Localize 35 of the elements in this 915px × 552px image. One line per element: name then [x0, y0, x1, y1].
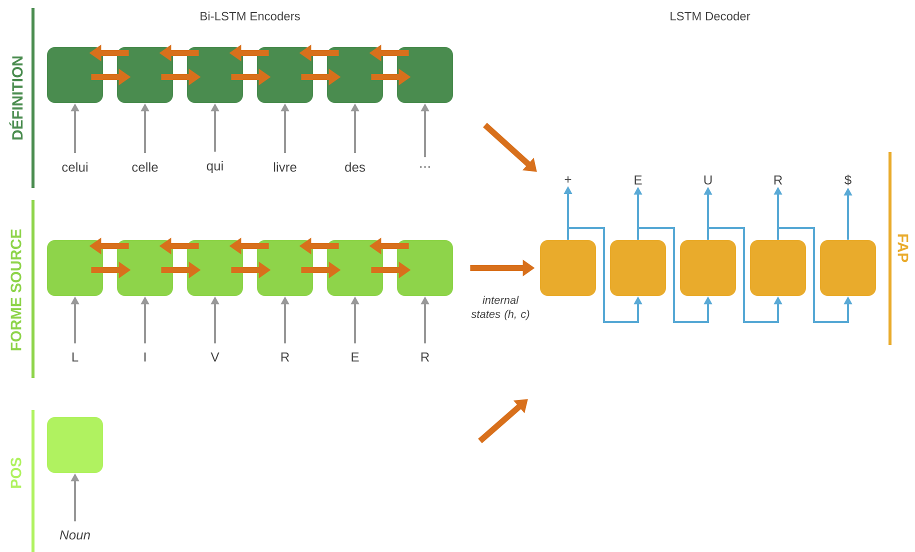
- heading: LSTM Decoder: [670, 12, 750, 20]
- input-letter: L: [72, 352, 78, 362]
- output-symbol: +: [564, 176, 572, 183]
- input-word: Noun: [60, 530, 90, 540]
- input-letter: E: [352, 352, 359, 362]
- section-label: FORME SOURCE: [10, 229, 22, 350]
- input-word: …: [420, 166, 430, 168]
- input-letter: R: [421, 352, 430, 362]
- decoder-box: [820, 240, 876, 296]
- decoder-box: [680, 240, 736, 296]
- input-word: celle: [132, 162, 158, 172]
- output-symbol: $: [844, 174, 852, 186]
- decoder-box: [610, 240, 666, 296]
- input-letter: V: [210, 352, 220, 362]
- input-word: celui: [62, 162, 88, 172]
- encoder-box: [47, 417, 103, 473]
- encoder-box: [397, 240, 453, 296]
- edge-label: internal states (h, c): [471, 296, 530, 320]
- section-label: FAP: [898, 234, 908, 262]
- decoder-box: [750, 240, 806, 296]
- section-label: DÉFINITION: [9, 56, 23, 140]
- input-letter: R: [281, 352, 290, 362]
- decoder-box: [540, 240, 596, 296]
- encoder-box: [47, 240, 103, 296]
- output-symbol: E: [634, 176, 642, 184]
- encoder-box: [47, 47, 103, 103]
- output-symbol: U: [704, 175, 712, 185]
- input-word: des: [345, 162, 366, 172]
- input-word: qui: [206, 160, 223, 174]
- output-symbol: R: [774, 176, 782, 184]
- input-letter: I: [144, 352, 146, 362]
- heading: Bi-LSTM Encoders: [200, 12, 300, 20]
- input-word: livre: [274, 162, 296, 172]
- section-label: POS: [10, 458, 22, 488]
- encoder-box: [397, 47, 453, 103]
